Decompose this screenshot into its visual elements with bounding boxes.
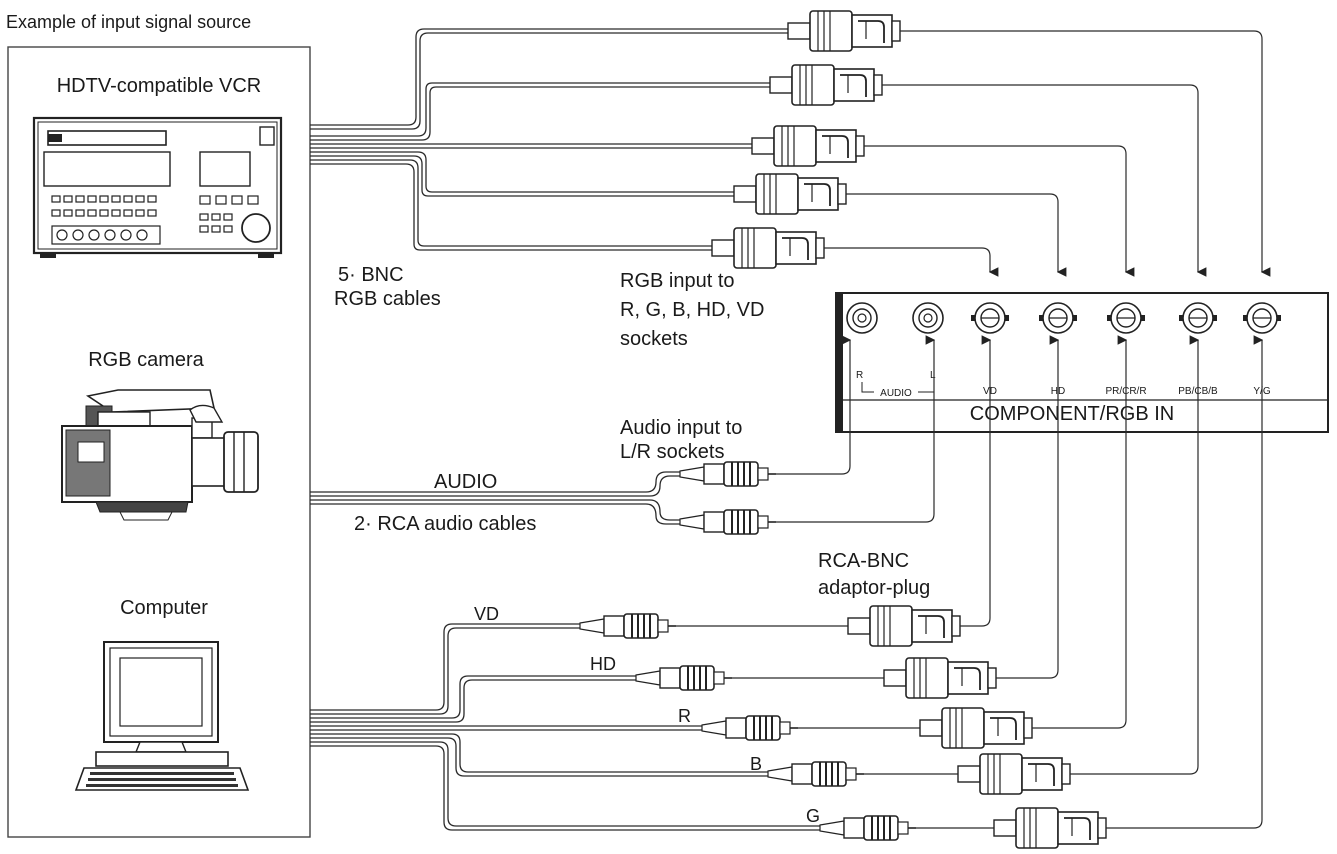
- audio-input-label-2: L/R sockets: [620, 441, 724, 463]
- camera-label: RGB camera: [88, 349, 204, 371]
- panel-l-label: L: [930, 370, 936, 381]
- audio-l-socket[interactable]: [912, 302, 944, 334]
- audio-input-label-1: Audio input to: [620, 417, 742, 439]
- bnc-cables-label-2: RGB cables: [334, 288, 441, 310]
- bnc-routing: [824, 30, 1271, 277]
- cable-label-b: B: [750, 754, 762, 774]
- cable-label-vd: VD: [474, 604, 499, 624]
- rgb-input-label-2: R, G, B, HD, VD: [620, 299, 764, 321]
- cable-label-g: G: [806, 806, 820, 826]
- adaptor-label-2: adaptor-plug: [818, 577, 930, 599]
- panel-r-label: R: [856, 370, 863, 381]
- vcr-icon: [32, 116, 283, 258]
- cable-label-hd: HD: [590, 654, 616, 674]
- vcr-label: HDTV-compatible VCR: [57, 75, 262, 97]
- camera-icon: [61, 389, 259, 521]
- adaptor-routing: [960, 335, 1264, 829]
- audio-r-socket[interactable]: [846, 302, 878, 334]
- panel-audio-label: AUDIO: [880, 388, 912, 399]
- bnc-cables-label-1: 5· BNC: [338, 264, 404, 286]
- rca-audio-label: 2· RCA audio cables: [354, 513, 536, 535]
- source-box: [7, 46, 311, 838]
- adaptor-label-1: RCA-BNC: [818, 550, 909, 572]
- adaptor-plugs: [847, 605, 1107, 849]
- audio-label: AUDIO: [434, 471, 497, 493]
- bnc-cables: [310, 28, 788, 251]
- computer-label: Computer: [120, 597, 208, 619]
- computer-icon: [74, 641, 250, 791]
- computer-cables: [310, 613, 994, 841]
- rgb-input-label-1: RGB input to: [620, 270, 735, 292]
- rgb-input-label-3: sockets: [620, 328, 688, 350]
- diagram-title: Example of input signal source: [6, 12, 251, 32]
- bnc-plugs: [711, 10, 901, 269]
- cable-label-r: R: [678, 706, 691, 726]
- audio-cables: [310, 335, 936, 535]
- component-rgb-panel: R AUDIO L VD HD PR/CR/R PB/CB/B Y/G COMP…: [835, 292, 1329, 433]
- panel-title: COMPONENT/RGB IN: [970, 403, 1174, 425]
